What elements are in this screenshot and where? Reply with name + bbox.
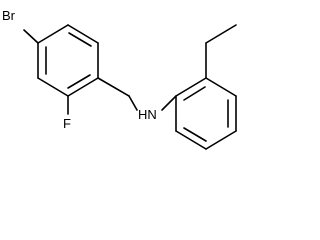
bond-ring-ch2 bbox=[97, 77, 130, 97]
double-bond-inner-4 bbox=[183, 86, 206, 101]
atom-label-nitrogen: HN bbox=[138, 107, 157, 122]
bond-d4-d5 bbox=[205, 130, 237, 150]
atom-label-bromine: Br bbox=[2, 8, 16, 23]
bond-d2-d3 bbox=[205, 77, 237, 97]
chemical-structure-diagram: Br F HN bbox=[2, 8, 237, 150]
double-bond-inner-1 bbox=[68, 32, 92, 47]
bond-d5-d6 bbox=[175, 130, 207, 150]
bond-ch2-ch3-ethyl bbox=[205, 24, 237, 44]
bond-c4-c5 bbox=[67, 77, 99, 97]
bond-c5-c6 bbox=[37, 77, 69, 97]
bond-c2-c3 bbox=[67, 24, 99, 44]
double-bond-inner-6 bbox=[183, 127, 207, 142]
bond-n-ring bbox=[161, 95, 177, 111]
right-benzene-ring bbox=[175, 77, 237, 150]
bond-c1-c2 bbox=[37, 24, 69, 44]
double-bond-inner-2 bbox=[67, 74, 91, 89]
left-benzene-ring bbox=[37, 24, 99, 97]
bond-c-br bbox=[23, 29, 39, 44]
atom-label-fluorine: F bbox=[63, 116, 71, 131]
bond-d1-d2 bbox=[175, 77, 207, 97]
bond-ch2-n bbox=[128, 95, 138, 111]
